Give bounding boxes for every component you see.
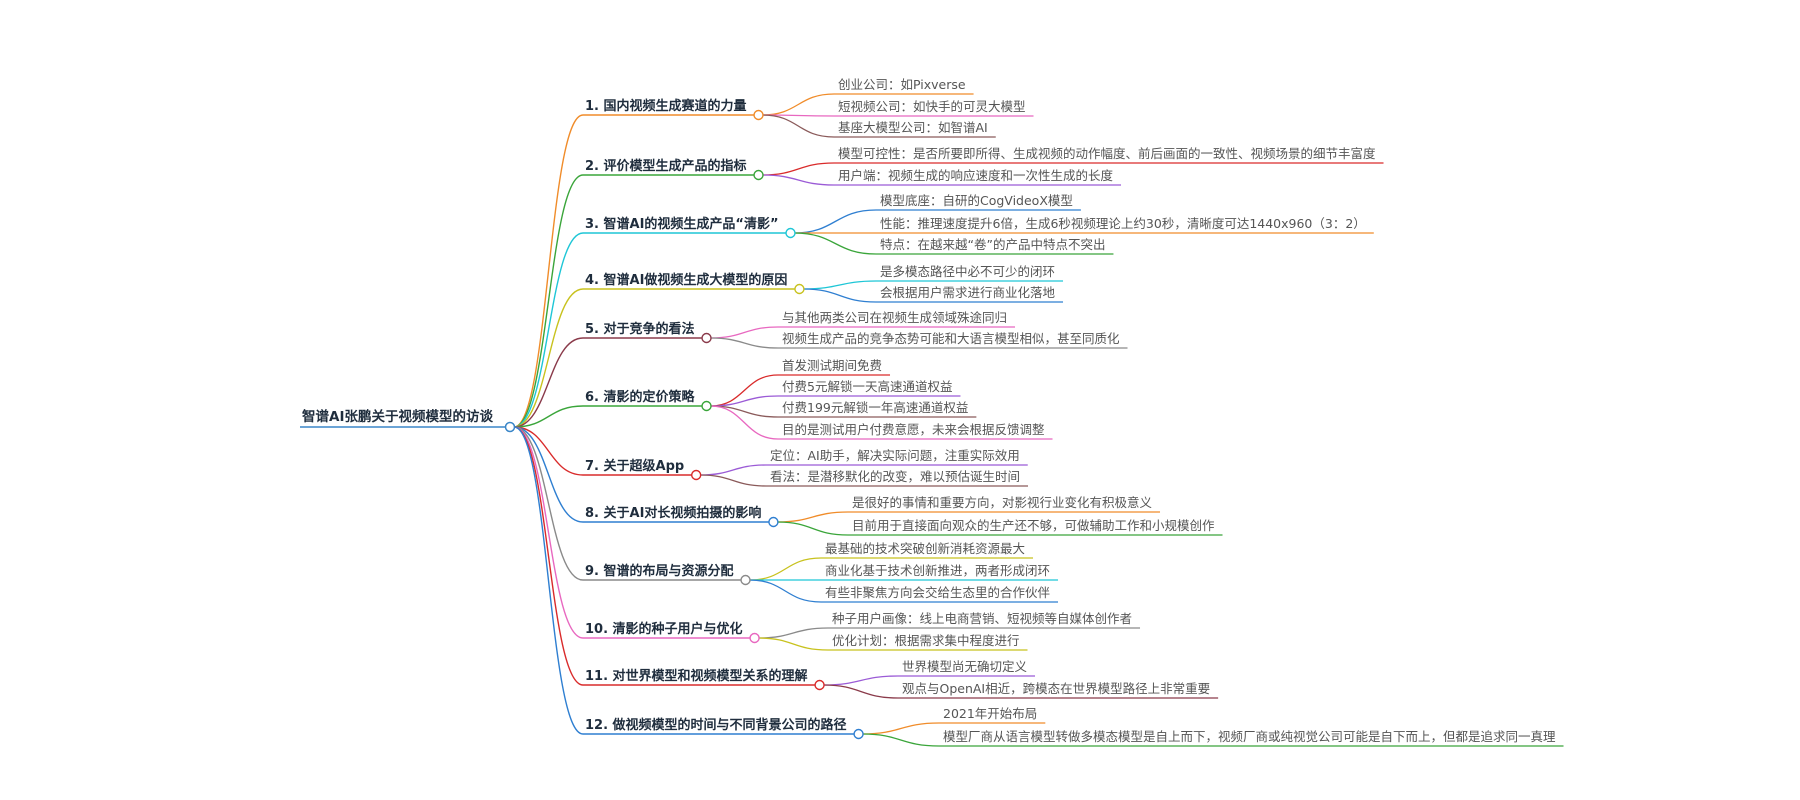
connector-lines xyxy=(513,93,940,747)
leaf-label-2-1: 模型可控性：是否所要即所得、生成视频的动作幅度、前后画面的一致性、视频场景的细节… xyxy=(838,146,1376,161)
branch-to-leaf-edge-2-1 xyxy=(762,162,835,176)
branch-collapse-handle-4[interactable] xyxy=(794,283,805,295)
leaf-label-12-2: 模型厂商从语言模型转做多模态模型是自上而下，视频厂商或纯视觉公司可能是自下而上，… xyxy=(943,729,1556,744)
branch-to-leaf-edge-5-1 xyxy=(710,326,779,339)
branch-to-leaf-edge-8-1 xyxy=(777,511,849,523)
branch-to-leaf-edge-12-2 xyxy=(862,733,940,747)
branch-to-leaf-edge-7-2 xyxy=(700,474,767,487)
branch-collapse-handle-11[interactable] xyxy=(814,679,825,691)
branch-to-leaf-edge-11-2 xyxy=(823,684,899,699)
branch-to-leaf-edge-4-2 xyxy=(803,288,877,303)
branch-collapse-handle-1[interactable] xyxy=(753,109,764,121)
branch-collapse-handle-5[interactable] xyxy=(701,332,712,344)
branch-to-leaf-edge-11-1 xyxy=(823,675,899,686)
leaf-label-4-1: 是多模态路径中必不可少的闭环 xyxy=(880,264,1055,279)
leaf-label-6-2: 付费5元解锁一天高速通道权益 xyxy=(782,379,952,394)
root-node-collapse-handle[interactable] xyxy=(504,421,516,433)
leaf-label-11-1: 世界模型尚无确切定义 xyxy=(902,659,1028,674)
root-to-branch-edge-6 xyxy=(513,405,584,428)
leaf-label-3-1: 模型底座：自研的CogVideoX模型 xyxy=(880,193,1073,208)
branch-to-leaf-edge-6-4 xyxy=(710,405,779,440)
branch-label-12: 12. 做视频模型的时间与不同背景公司的路径 xyxy=(585,717,847,733)
branch-to-leaf-edge-7-1 xyxy=(700,464,767,476)
branch-to-leaf-edge-9-3 xyxy=(749,579,822,603)
leaf-label-5-1: 与其他两类公司在视频生成领域殊途同归 xyxy=(782,310,1007,325)
node-handles xyxy=(504,109,864,740)
leaf-label-12-1: 2021年开始布局 xyxy=(943,706,1037,721)
root-to-branch-edge-2 xyxy=(513,174,584,428)
root-to-branch-edge-11 xyxy=(513,426,584,686)
branch-label-3: 3. 智谱AI的视频生成产品“清影” xyxy=(585,216,779,232)
branch-label-11: 11. 对世界模型和视频模型关系的理解 xyxy=(585,668,808,684)
leaf-label-11-2: 观点与OpenAI相近，跨模态在世界模型路径上非常重要 xyxy=(902,681,1210,696)
leaf-label-6-1: 首发测试期间免费 xyxy=(782,358,882,373)
root-to-branch-edge-1 xyxy=(513,114,584,428)
leaf-label-5-2: 视频生成产品的竞争态势可能和大语言模型相似，甚至同质化 xyxy=(782,331,1120,346)
leaf-label-9-1: 最基础的技术突破创新消耗资源最大 xyxy=(825,541,1025,556)
node-labels: 智谱AI张鹏关于视频模型的访谈 1. 国内视频生成赛道的力量 创业公司：如Pixve… xyxy=(302,77,1556,744)
root-to-branch-edge-9 xyxy=(513,426,584,581)
leaf-label-4-2: 会根据用户需求进行商业化落地 xyxy=(880,285,1056,300)
branch-to-leaf-edge-5-2 xyxy=(710,337,779,349)
branch-label-10: 10. 清影的种子用户与优化 xyxy=(585,621,743,637)
branch-to-leaf-edge-8-2 xyxy=(777,521,849,536)
branch-collapse-handle-3[interactable] xyxy=(785,227,796,239)
root-to-branch-edge-8 xyxy=(513,426,584,523)
branch-collapse-handle-7[interactable] xyxy=(690,469,702,481)
leaf-label-9-2: 商业化基于技术创新推进，两者形成闭环 xyxy=(825,563,1050,578)
root-to-branch-edge-10 xyxy=(513,426,584,639)
branch-to-leaf-edge-9-1 xyxy=(749,557,822,581)
branch-label-5: 5. 对于竞争的看法 xyxy=(585,321,695,337)
branch-collapse-handle-9[interactable] xyxy=(740,574,751,586)
branch-collapse-handle-10[interactable] xyxy=(749,632,760,644)
leaf-label-2-2: 用户端：视频生成的响应速度和一次性生成的长度 xyxy=(838,168,1114,183)
branch-collapse-handle-6[interactable] xyxy=(701,400,712,412)
leaf-label-8-1: 是很好的事情和重要方向，对影视行业变化有积极意义 xyxy=(852,495,1153,510)
root-to-branch-edge-4 xyxy=(513,288,584,428)
leaf-label-3-2: 性能：推理速度提升6倍，生成6秒视频理论上约30秒，清晰度可达1440x960（… xyxy=(880,216,1366,231)
branch-to-leaf-edge-10-2 xyxy=(758,637,829,651)
leaf-label-6-4: 目的是测试用户付费意愿，未来会根据反馈调整 xyxy=(782,422,1045,437)
root-to-branch-edge-12 xyxy=(513,426,584,735)
leaf-label-1-3: 基座大模型公司：如智谱AI xyxy=(838,120,988,135)
branch-collapse-handle-8[interactable] xyxy=(768,516,779,528)
branch-to-leaf-edge-3-3 xyxy=(794,232,877,255)
branch-label-6: 6. 清影的定价策略 xyxy=(585,389,696,405)
leaf-label-1-1: 创业公司：如Pixverse xyxy=(838,77,966,92)
node-underlines xyxy=(300,93,1564,747)
leaf-label-6-3: 付费199元解锁一年高速通道权益 xyxy=(782,400,968,415)
branch-to-leaf-edge-4-1 xyxy=(803,280,877,290)
branch-to-leaf-edge-12-1 xyxy=(862,722,940,735)
leaf-label-10-1: 种子用户画像：线上电商营销、短视频等自媒体创作者 xyxy=(832,611,1132,626)
root-to-branch-edge-3 xyxy=(513,232,584,428)
branch-label-7: 7. 关于超级App xyxy=(585,458,684,474)
branch-label-9: 9. 智谱的布局与资源分配 xyxy=(585,563,734,579)
leaf-label-3-3: 特点：在越来越“卷”的产品中特点不突出 xyxy=(880,237,1105,252)
root-node-label: 智谱AI张鹏关于视频模型的访谈 xyxy=(302,408,493,425)
leaf-label-8-2: 目前用于直接面向观众的生产还不够，可做辅助工作和小规模创作 xyxy=(852,518,1215,533)
leaf-label-7-1: 定位：AI助手，解决实际问题，注重实际效用 xyxy=(770,448,1020,463)
leaf-label-9-3: 有些非聚焦方向会交给生态里的合作伙伴 xyxy=(825,585,1051,600)
root-to-branch-edge-7 xyxy=(513,426,584,476)
leaf-label-7-2: 看法：是潜移默化的改变，难以预估诞生时间 xyxy=(770,469,1020,484)
branch-to-leaf-edge-2-2 xyxy=(762,174,835,186)
branch-label-8: 8. 关于AI对长视频拍摄的影响 xyxy=(585,505,761,521)
branch-to-leaf-edge-10-1 xyxy=(758,627,829,639)
branch-label-1: 1. 国内视频生成赛道的力量 xyxy=(585,98,747,114)
branch-to-leaf-edge-1-3 xyxy=(762,114,835,138)
leaf-label-10-2: 优化计划：根据需求集中程度进行 xyxy=(832,633,1020,648)
leaf-label-1-2: 短视频公司：如快手的可灵大模型 xyxy=(838,99,1026,114)
branch-to-leaf-edge-3-1 xyxy=(794,209,877,234)
branch-label-2: 2. 评价模型生成产品的指标 xyxy=(585,158,747,174)
branch-label-4: 4. 智谱AI做视频生成大模型的原因 xyxy=(585,272,787,288)
branch-collapse-handle-2[interactable] xyxy=(753,169,764,181)
branch-to-leaf-edge-1-1 xyxy=(762,93,835,116)
branch-collapse-handle-12[interactable] xyxy=(853,728,864,740)
root-to-branch-edge-5 xyxy=(513,337,584,428)
